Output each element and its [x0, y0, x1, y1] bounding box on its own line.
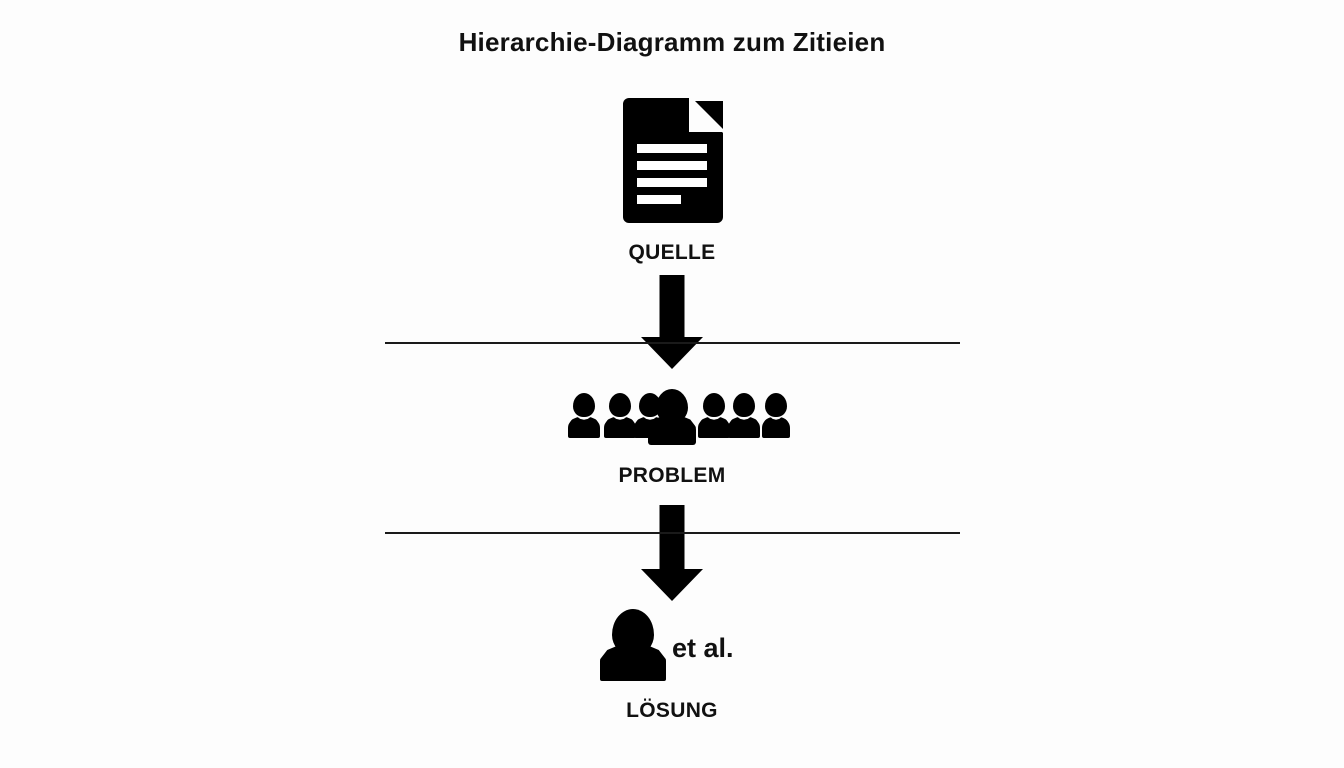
person-shoulders — [728, 417, 760, 438]
person-head — [703, 393, 725, 417]
person-silhouette — [568, 393, 600, 438]
document-text-line — [637, 144, 707, 153]
down-arrow-icon — [641, 505, 703, 601]
person-head — [609, 393, 631, 417]
person-head — [639, 393, 661, 417]
people-group-icon — [566, 389, 790, 445]
person-head — [765, 393, 787, 417]
et-al-annotation: et al. — [672, 633, 734, 663]
document-text-line — [637, 178, 707, 187]
person-shoulders — [648, 416, 696, 445]
node-label-loesung: LÖSUNG — [626, 699, 718, 722]
down-arrow-icon — [641, 275, 703, 369]
divider-line — [385, 342, 960, 344]
document-icon — [623, 96, 725, 223]
document-text-line — [637, 161, 707, 170]
page-title: Hierarchie-Diagramm zum Zitieien — [458, 27, 886, 57]
arrow-shaft — [659, 275, 685, 338]
person-silhouette — [698, 393, 730, 438]
document-text-line — [637, 195, 681, 204]
node-label-problem: PROBLEM — [618, 464, 726, 487]
person-silhouette — [762, 393, 790, 438]
divider-line — [385, 532, 960, 534]
arrow-head — [641, 569, 703, 601]
document-fold-corner — [689, 96, 725, 132]
single-person-icon — [600, 609, 666, 681]
person-silhouette — [728, 393, 760, 438]
arrow-shaft — [659, 505, 685, 570]
person-shoulders — [698, 417, 730, 438]
person-shoulders — [762, 417, 790, 438]
person-silhouette — [604, 393, 636, 438]
node-label-quelle: QUELLE — [628, 241, 716, 264]
document-fold-triangle — [695, 101, 723, 129]
person-shoulders — [568, 417, 600, 438]
person-head — [733, 393, 755, 417]
person-head — [573, 393, 595, 417]
person-silhouette-primary — [648, 389, 696, 445]
person-shoulders — [600, 645, 666, 681]
person-shoulders — [604, 417, 636, 438]
